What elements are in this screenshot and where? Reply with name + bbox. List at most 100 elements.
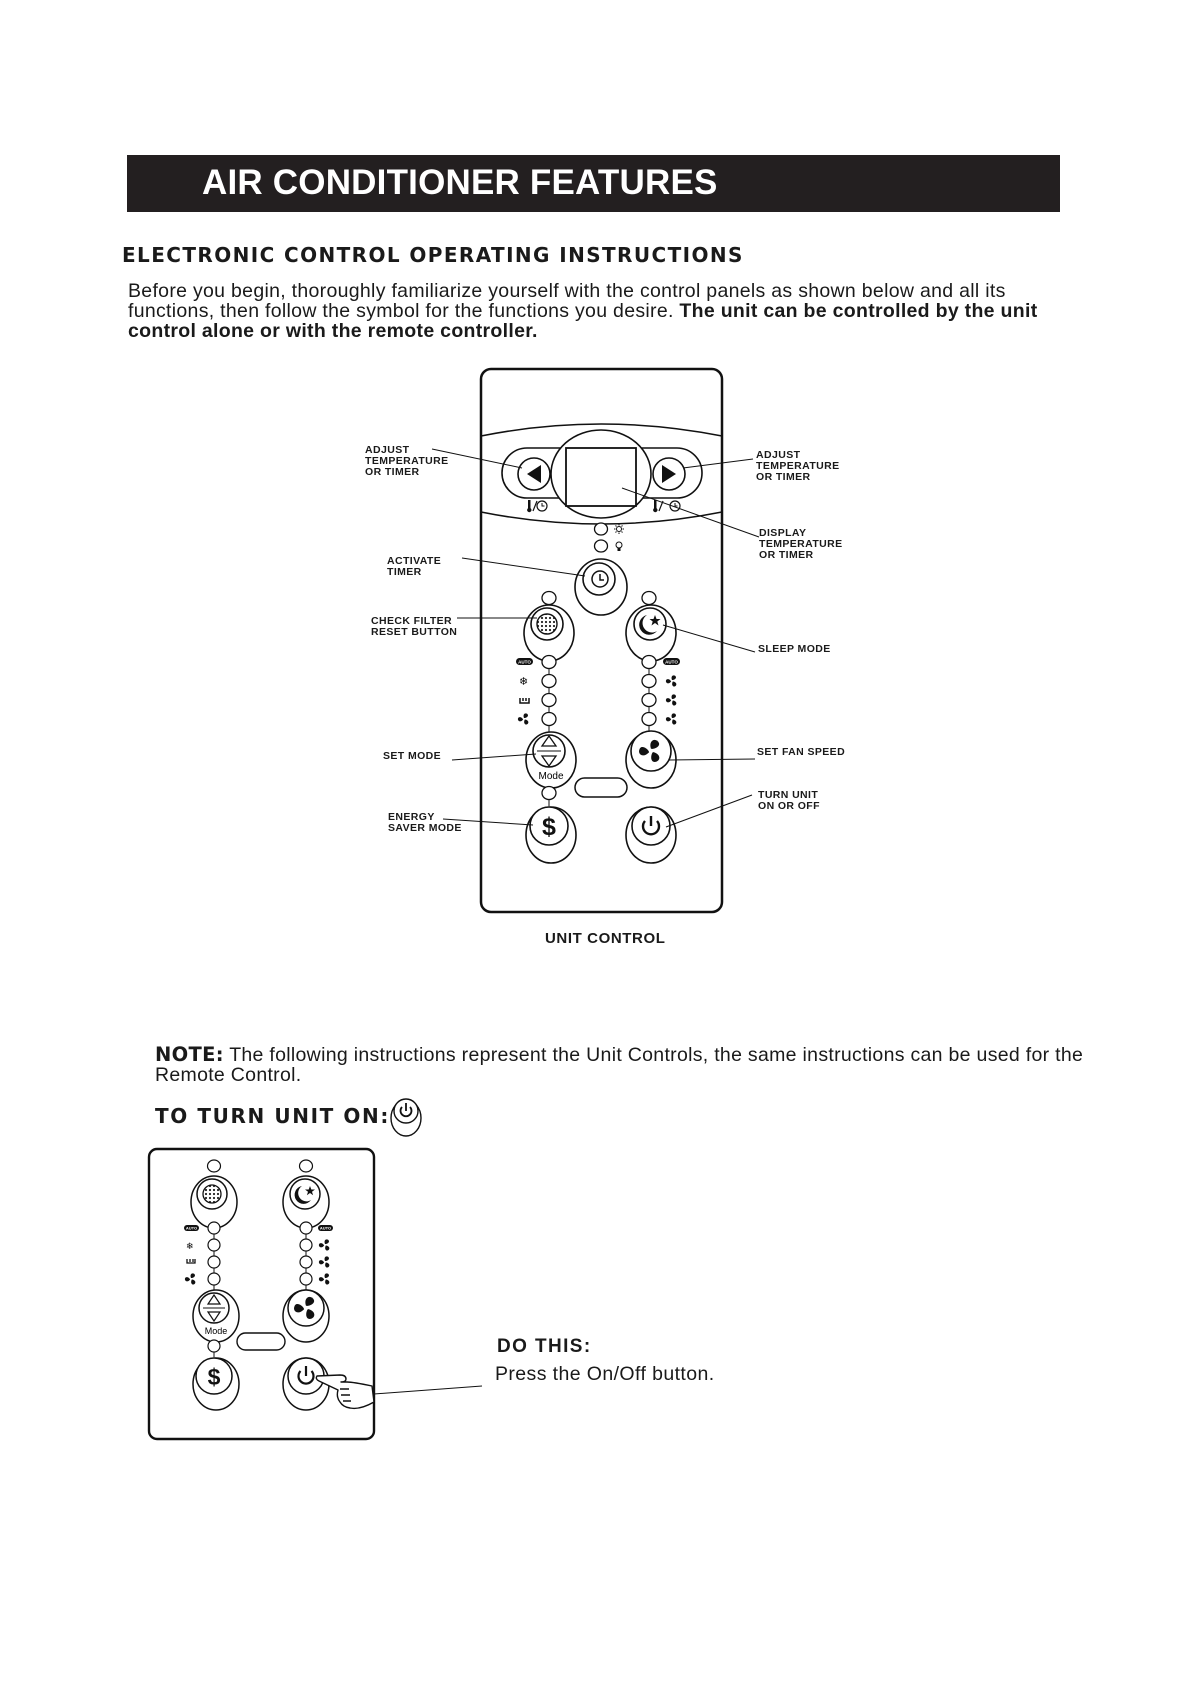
power-button[interactable] bbox=[282, 1357, 330, 1411]
instruction-heading: DO THIS: bbox=[497, 1336, 592, 1357]
callout-adjust-left: ADJUST TEMPERATURE OR TIMER bbox=[365, 445, 449, 478]
snowflake-icon: ❄ bbox=[519, 676, 528, 688]
sleep-moon-star-icon bbox=[294, 1186, 315, 1204]
power-icon bbox=[297, 1366, 315, 1385]
timer-button[interactable] bbox=[574, 558, 628, 616]
callout-line: ENERGY bbox=[388, 811, 435, 823]
note-paragraph: NOTE: The following instructions represe… bbox=[155, 1043, 1095, 1086]
callout-line: TURN UNIT bbox=[758, 789, 819, 801]
page-title: AIR CONDITIONER FEATURES bbox=[202, 163, 718, 202]
auto-badge: AUTO bbox=[318, 1225, 333, 1231]
callout-line: ADJUST bbox=[756, 449, 801, 461]
snowflake-icon: ❄ bbox=[186, 1241, 194, 1251]
remote-sensor-window bbox=[574, 777, 628, 798]
mode-label: Mode bbox=[205, 1326, 228, 1336]
instruction-leader bbox=[373, 1385, 483, 1395]
sleep-mode-button[interactable] bbox=[282, 1175, 330, 1229]
small-panel-outline bbox=[147, 1147, 376, 1441]
callout-adjust-right: ADJUST TEMPERATURE OR TIMER bbox=[756, 450, 840, 483]
callout-line: DISPLAY bbox=[759, 527, 807, 539]
filter-icon bbox=[536, 613, 558, 635]
temperature-display bbox=[565, 447, 637, 507]
bulb-icon bbox=[615, 541, 623, 551]
intro-paragraph: Before you begin, thoroughly familiarize… bbox=[128, 281, 1088, 341]
callout-sleep-mode: SLEEP MODE bbox=[758, 644, 831, 655]
arrow-left-icon bbox=[527, 465, 541, 483]
turn-on-heading: TO TURN UNIT ON: bbox=[155, 1104, 390, 1128]
sleep-mode-button[interactable] bbox=[625, 604, 677, 662]
arrow-right-icon bbox=[662, 465, 676, 483]
diagram-caption: UNIT CONTROL bbox=[545, 930, 666, 947]
auto-badge: AUTO bbox=[663, 658, 680, 665]
clock-icon bbox=[591, 570, 609, 588]
pointing-hand-icon bbox=[315, 1374, 375, 1410]
svg-text:AUTO: AUTO bbox=[320, 1226, 331, 1231]
callout-turn-unit: TURN UNIT ON OR OFF bbox=[758, 790, 820, 812]
svg-text:AUTO: AUTO bbox=[186, 1226, 197, 1231]
intro-text: Before you begin, thoroughly familiarize… bbox=[128, 280, 1006, 322]
intro-bold-text: The unit can be controlled by the unit c… bbox=[128, 300, 1038, 342]
dollar-icon: $ bbox=[208, 1364, 221, 1390]
power-button[interactable] bbox=[625, 806, 677, 864]
mode-led-column bbox=[541, 654, 557, 732]
callout-line: OR TIMER bbox=[756, 471, 811, 483]
energy-saver-button[interactable]: $ bbox=[192, 1357, 240, 1411]
callout-set-mode: SET MODE bbox=[383, 751, 441, 762]
mode-arrows-icon bbox=[203, 1293, 225, 1323]
mode-label: Mode bbox=[538, 771, 563, 782]
display-housing bbox=[501, 429, 703, 519]
arrow-left-button[interactable] bbox=[517, 457, 551, 491]
note-text: The following instructions represent the… bbox=[155, 1044, 1084, 1086]
callout-leaders bbox=[431, 448, 760, 828]
callout-line: OR TIMER bbox=[365, 466, 420, 478]
power-icon bbox=[399, 1103, 413, 1118]
note-label: NOTE: bbox=[155, 1043, 224, 1066]
callout-line: TEMPERATURE bbox=[756, 460, 840, 472]
thermometer-clock-icon bbox=[527, 500, 548, 513]
dehumidify-icon bbox=[186, 1259, 196, 1264]
callout-line: TEMPERATURE bbox=[759, 538, 843, 550]
callout-check-filter: CHECK FILTER RESET BUTTON bbox=[371, 616, 457, 638]
callout-line: ADJUST bbox=[365, 444, 410, 456]
title-banner: AIR CONDITIONER FEATURES bbox=[127, 155, 1060, 212]
power-icon-inline bbox=[390, 1098, 422, 1137]
callout-line: SLEEP MODE bbox=[758, 643, 831, 655]
filter-icon bbox=[202, 1184, 222, 1204]
callout-energy-saver: ENERGY SAVER MODE bbox=[388, 812, 462, 834]
filter-reset-button[interactable] bbox=[190, 1175, 238, 1229]
power-icon bbox=[641, 816, 661, 836]
callout-line: CHECK FILTER bbox=[371, 615, 453, 627]
fan-speed-button[interactable] bbox=[282, 1289, 330, 1343]
filter-reset-button[interactable] bbox=[523, 604, 575, 662]
energy-saver-button[interactable]: $ bbox=[525, 806, 577, 864]
instruction-text: Press the On/Off button. bbox=[495, 1363, 715, 1385]
set-mode-button[interactable]: Mode bbox=[192, 1289, 240, 1343]
sleep-moon-star-icon bbox=[639, 615, 661, 635]
fan-speed-button[interactable] bbox=[625, 730, 677, 789]
callout-display: DISPLAY TEMPERATURE OR TIMER bbox=[759, 528, 843, 561]
indicator-led-group bbox=[593, 522, 624, 553]
section-heading: ELECTRONIC CONTROL OPERATING INSTRUCTION… bbox=[122, 243, 744, 267]
dollar-icon: $ bbox=[542, 813, 556, 841]
fan-speed-led-column bbox=[641, 654, 657, 732]
callout-line: SET MODE bbox=[383, 750, 442, 762]
mode-arrows-icon bbox=[537, 734, 561, 768]
fan-icon bbox=[184, 1273, 197, 1286]
panel-arc-top bbox=[480, 423, 723, 437]
arrow-right-button[interactable] bbox=[652, 457, 686, 491]
fan-icon bbox=[318, 1239, 331, 1252]
callout-set-fan-speed: SET FAN SPEED bbox=[757, 747, 845, 758]
callout-line: RESET BUTTON bbox=[371, 626, 458, 638]
control-panel-outline bbox=[479, 367, 724, 914]
remote-sensor-window bbox=[236, 1332, 286, 1351]
callout-line: OR TIMER bbox=[759, 549, 814, 561]
auto-badge: AUTO bbox=[184, 1225, 199, 1231]
callout-line: ACTIVATE bbox=[387, 555, 442, 567]
svg-text:AUTO: AUTO bbox=[665, 660, 678, 665]
svg-text:AUTO: AUTO bbox=[518, 660, 531, 665]
callout-line: TIMER bbox=[387, 566, 422, 578]
callout-line: SAVER MODE bbox=[388, 822, 462, 834]
mode-led-column bbox=[207, 1221, 221, 1290]
fan-icon bbox=[318, 1256, 331, 1269]
